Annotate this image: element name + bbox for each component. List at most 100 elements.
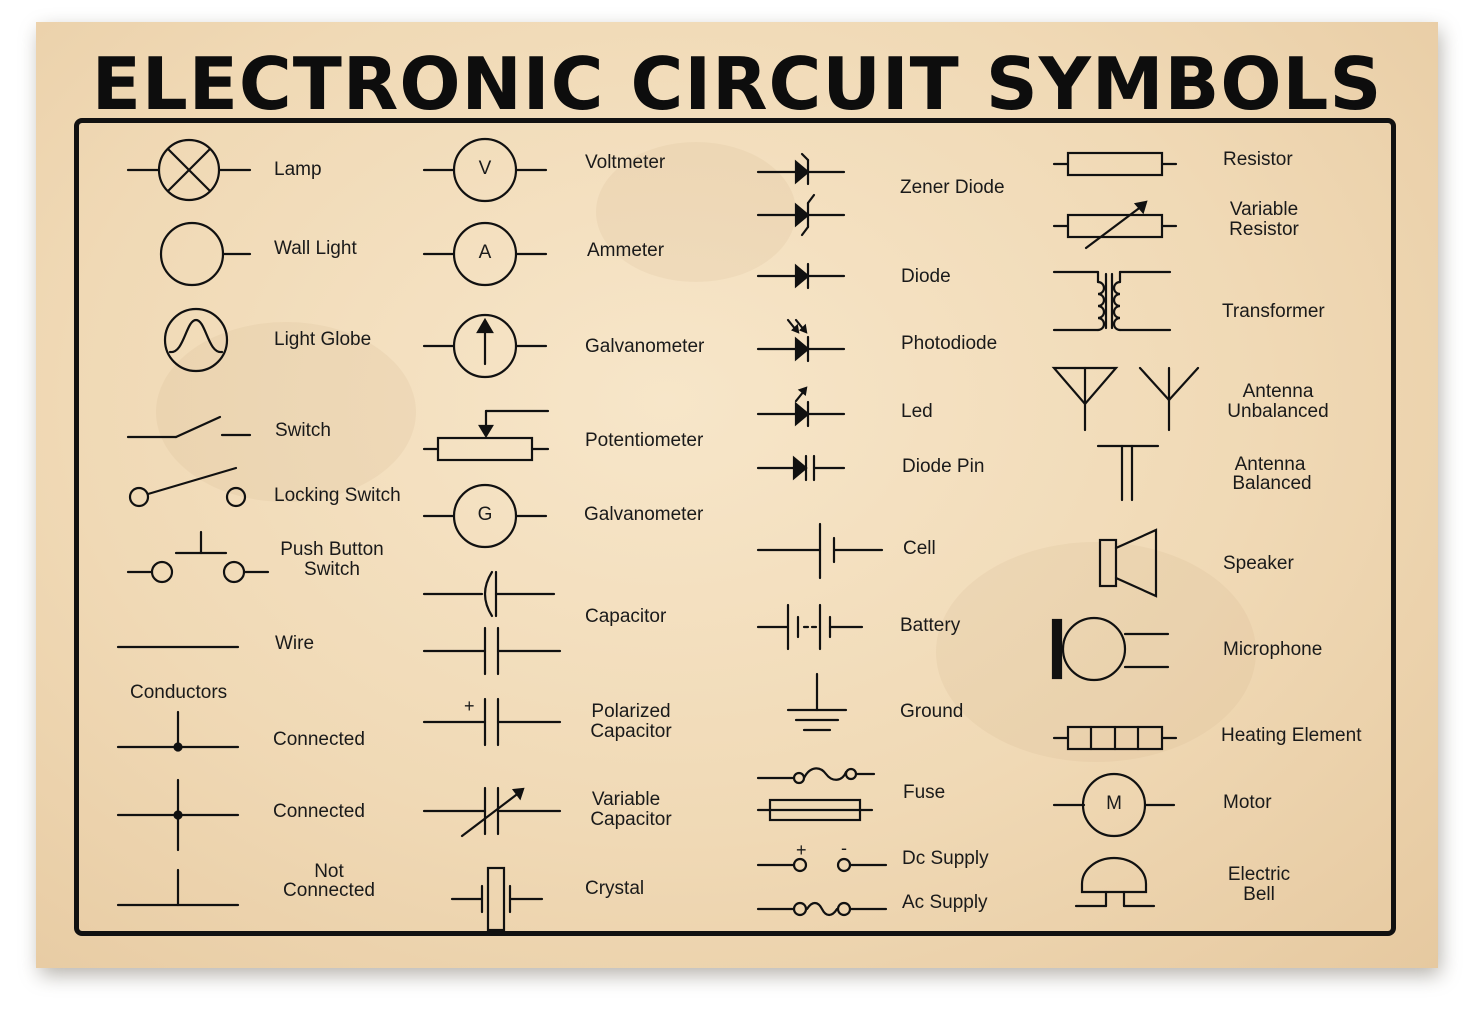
polarized-capacitor-symbol [422, 697, 562, 747]
speaker-symbol [1098, 528, 1158, 598]
label-variable-resistor: Resistor [1229, 219, 1299, 240]
symbols-drawing [116, 137, 1200, 932]
label-connected-2: Connected [273, 801, 365, 822]
label-variable-res: Variable [1229, 199, 1299, 220]
light-globe-symbol [163, 307, 229, 373]
paper-stain [156, 322, 416, 502]
label-conductors: Conductors [130, 682, 228, 703]
diode-pin-symbol [756, 454, 846, 482]
symbols-frame [74, 118, 1396, 936]
label-photodiode: Photodiode [901, 333, 998, 354]
zener-diode-symbol-1 [756, 152, 846, 186]
antenna-unbalanced-symbol [1051, 366, 1200, 432]
poster: ELECTRONIC CIRCUIT SYMBOLS [36, 22, 1438, 968]
capacitor-symbol [422, 626, 562, 676]
variable-resistor-symbol [1052, 200, 1178, 250]
label-antenna-balanced: Balanced [1232, 473, 1312, 494]
label-led: Led [901, 401, 933, 422]
label-ground: Ground [900, 701, 964, 722]
dc-supply-symbol [756, 857, 888, 873]
crystal-symbol [450, 866, 544, 932]
label-switch: Switch [275, 420, 331, 441]
lamp-symbol [126, 138, 252, 202]
connected-t-symbol [116, 710, 240, 752]
battery-symbol [756, 603, 864, 651]
label-resistor: Resistor [1223, 149, 1293, 170]
galvanometer-symbol-1 [422, 313, 548, 379]
voltmeter-symbol [422, 137, 548, 203]
label-light-globe: Light Globe [274, 329, 372, 350]
galvanometer-glyph: G [477, 504, 493, 525]
wall-light-symbol [159, 221, 252, 287]
motor-symbol [1052, 772, 1176, 838]
paper-stain [596, 142, 796, 282]
label-polarized: Polarized [591, 701, 671, 722]
potentiometer-symbol [422, 409, 550, 462]
label-connected-1: Connected [273, 729, 365, 750]
electric-bell-symbol [1074, 856, 1156, 908]
transformer-symbol [1052, 270, 1172, 332]
label-speaker: Speaker [1223, 553, 1294, 574]
label-variable: Variable [591, 789, 661, 810]
zener-diode-symbol-2 [756, 193, 846, 237]
label-microphone: Microphone [1223, 639, 1323, 660]
label-galvanometer-2: Galvanometer [584, 504, 704, 525]
resistor-symbol [1052, 151, 1178, 177]
diode-symbol [756, 262, 846, 290]
ammeter-symbol [422, 221, 548, 287]
antenna-balanced-symbol [1096, 444, 1160, 502]
microphone-symbol [1051, 616, 1170, 682]
label-not: Not [314, 861, 344, 882]
label-capacitor: Capacitor [585, 606, 667, 627]
label-battery: Battery [900, 615, 961, 636]
label-wire: Wire [275, 633, 315, 654]
label-not-connected: Connected [283, 880, 375, 901]
label-motor: Motor [1223, 792, 1272, 813]
label-cell: Cell [903, 538, 936, 559]
label-locking-switch: Locking Switch [274, 485, 401, 506]
heating-element-symbol [1052, 725, 1178, 751]
label-ac-supply: Ac Supply [902, 892, 988, 913]
voltmeter-glyph: V [478, 158, 492, 179]
not-connected-symbol [116, 868, 240, 907]
label-fuse: Fuse [903, 782, 946, 803]
led-symbol [756, 386, 846, 428]
fuse-symbol [756, 767, 876, 822]
switch-symbol [126, 415, 252, 439]
dc-plus-glyph: + [796, 840, 807, 860]
label-push-button: Push Button [280, 539, 384, 560]
label-zener-diode: Zener Diode [900, 177, 1005, 198]
label-galvanometer-1: Galvanometer [585, 336, 705, 357]
label-diode-pin: Diode Pin [902, 456, 985, 477]
locking-switch-symbol [128, 466, 247, 508]
connected-cross-symbol [116, 778, 240, 852]
variable-capacitor-symbol [422, 786, 562, 838]
label-heating-element: Heating Element [1221, 725, 1362, 746]
ground-symbol [786, 672, 848, 732]
push-button-switch-symbol [126, 530, 270, 584]
motor-glyph: M [1106, 793, 1122, 814]
poster-title: ELECTRONIC CIRCUIT SYMBOLS [91, 42, 1383, 126]
label-ammeter: Ammeter [587, 240, 665, 261]
label-dc-supply: Dc Supply [902, 848, 989, 869]
label-lamp: Lamp [274, 159, 322, 180]
label-antenna-u: Antenna [1242, 381, 1314, 402]
capacitor-symbol-curved [422, 570, 556, 618]
label-polarized-capacitor: Capacitor [590, 721, 672, 742]
label-electric: Electric [1227, 864, 1291, 885]
label-crystal: Crystal [585, 878, 645, 899]
ac-supply-symbol [756, 901, 888, 917]
label-antenna-b: Antenna [1234, 454, 1306, 475]
photodiode-symbol [756, 318, 846, 363]
label-push-button-switch: Switch [304, 559, 360, 580]
ammeter-glyph: A [478, 242, 492, 263]
dc-minus-glyph: - [841, 838, 847, 858]
galvanometer-symbol-2 [422, 483, 548, 549]
label-variable-capacitor: Capacitor [590, 809, 672, 830]
paper-stain [936, 542, 1256, 762]
label-voltmeter: Voltmeter [585, 152, 666, 173]
label-antenna-unbalanced: Unbalanced [1227, 401, 1329, 422]
label-electric-bell: Bell [1243, 884, 1275, 905]
polarized-plus-glyph: + [464, 696, 475, 716]
label-diode: Diode [901, 266, 951, 287]
